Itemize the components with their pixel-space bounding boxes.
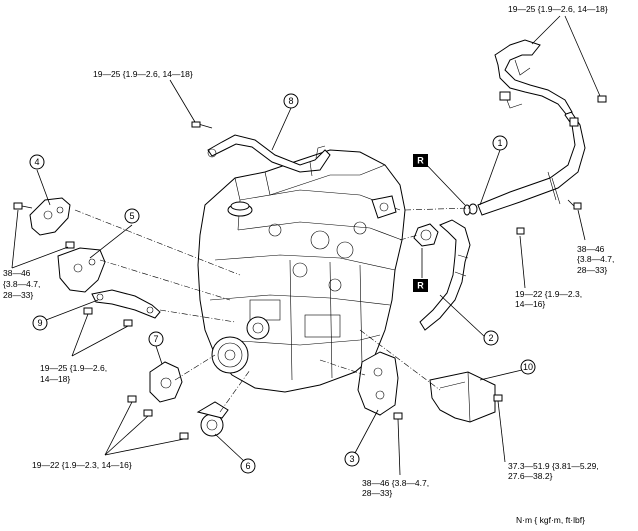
svg-text:R: R: [417, 281, 424, 291]
bolt-8: [191, 121, 213, 129]
torque-bottom-right: 37.3—51.9 {3.81—5.29, 27.6—38.2}: [508, 461, 599, 481]
svg-text:19—22 {1.9—2.3,: 19—22 {1.9—2.3,: [515, 289, 582, 299]
callout-1: 1: [492, 135, 508, 151]
svg-text:10: 10: [523, 362, 533, 372]
svg-text:7: 7: [153, 334, 158, 344]
svg-text:{3.8—4.7,: {3.8—4.7,: [577, 254, 614, 264]
part-6-idler-pulley: [179, 401, 229, 440]
callout-9: 9: [32, 315, 48, 331]
bolt-1-right: [567, 199, 582, 210]
callout-6: 6: [240, 458, 256, 474]
torque-center-mid: 19—22 {1.9—2.3, 14—16}: [515, 289, 582, 309]
svg-text:14—18}: 14—18}: [40, 374, 70, 384]
svg-text:6: 6: [245, 461, 250, 471]
svg-text:38—46 {3.8—4.7,: 38—46 {3.8—4.7,: [362, 478, 429, 488]
part-3-mount-bracket: [357, 351, 403, 420]
torque-bottom-center: 38—46 {3.8—4.7, 28—33}: [362, 478, 429, 498]
replace-marker-gasket: R: [413, 279, 428, 292]
svg-text:5: 5: [129, 211, 134, 221]
bolt-1-top: [597, 95, 607, 103]
svg-text:4: 4: [34, 157, 39, 167]
svg-text:2: 2: [488, 333, 493, 343]
torque-top-center: 19—25 {1.9—2.6, 14—18}: [93, 69, 193, 79]
svg-text:1: 1: [497, 138, 502, 148]
torque-top-right: 19—25 {1.9—2.6, 14—18}: [508, 4, 608, 14]
part-7-tensioner-bracket: [127, 361, 183, 417]
gasket: [413, 223, 439, 247]
svg-text:37.3—51.9 {3.81—5.29,: 37.3—51.9 {3.81—5.29,: [508, 461, 599, 471]
engine-block: [197, 149, 406, 393]
callout-2: 2: [483, 330, 499, 346]
callout-10: 10: [520, 359, 536, 375]
callout-7: 7: [148, 331, 164, 347]
part-4-bracket: [13, 197, 71, 236]
leader-lines: [11, 15, 601, 476]
part-5-bracket: [57, 241, 106, 293]
torque-bottom-left: 19—22 {1.9—2.3, 14—16}: [32, 460, 132, 470]
svg-text:8: 8: [288, 96, 293, 106]
o-ring: [463, 204, 471, 216]
torque-left-mid: 38—46 {3.8—4.7, 28—33}: [3, 268, 40, 300]
svg-text:38—46: 38—46: [3, 268, 31, 278]
callout-8: 8: [283, 93, 299, 109]
svg-text:28—33}: 28—33}: [3, 290, 33, 300]
svg-text:14—16}: 14—16}: [515, 299, 545, 309]
svg-text:27.6—38.2}: 27.6—38.2}: [508, 471, 553, 481]
svg-text:19—25 {1.9—2.6,: 19—25 {1.9—2.6,: [40, 363, 107, 373]
torque-right-mid: 38—46 {3.8—4.7, 28—33}: [577, 244, 614, 275]
svg-text:9: 9: [37, 318, 42, 328]
svg-text:R: R: [417, 156, 424, 166]
replace-marker-oring: R: [413, 154, 428, 167]
part-8-water-pipe: [191, 121, 331, 177]
part-10-engine-mount: [429, 371, 503, 423]
bolt-2: [516, 227, 525, 235]
svg-text:{3.8—4.7,: {3.8—4.7,: [3, 279, 40, 289]
part-9-tension-arm: [83, 289, 161, 327]
units-label: N·m { kgf·m, ft·lbf}: [516, 515, 585, 525]
svg-text:28—33}: 28—33}: [577, 265, 607, 275]
svg-text:38—46: 38—46: [577, 244, 605, 254]
callout-4: 4: [29, 154, 45, 170]
part-1-water-pipe: [463, 39, 607, 216]
part-2-water-hose: [413, 219, 525, 331]
callout-5: 5: [124, 208, 140, 224]
callout-3: 3: [344, 451, 360, 467]
svg-text:3: 3: [349, 454, 354, 464]
svg-text:28—33}: 28—33}: [362, 488, 392, 498]
torque-left-low: 19—25 {1.9—2.6, 14—18}: [40, 363, 107, 384]
